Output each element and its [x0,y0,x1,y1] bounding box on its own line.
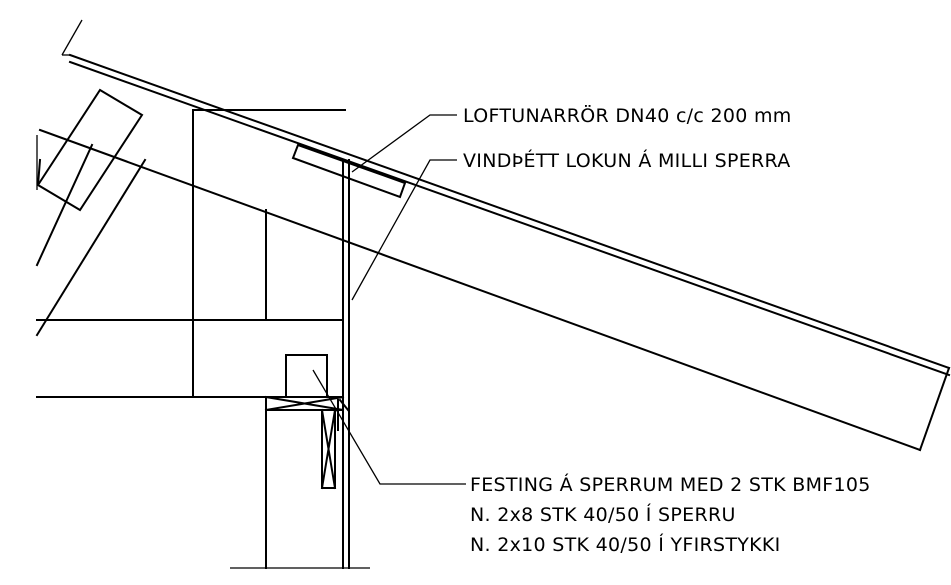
left-rotated-block [36,88,144,212]
fastener-detail [337,398,350,431]
windproof-closure-label: VINDÞÉTT LOKUN Á MILLI SPERRA [463,149,791,172]
wall-plate [342,159,350,569]
vertical-stud [192,109,346,398]
rafter [38,128,951,452]
vent-pipe-label: LOFTUNARRÖR DN40 c/c 200 mm [463,104,792,127]
nailer-block [285,354,328,398]
truss-diagonal [35,135,147,337]
fastening-label-line3: N. 2x10 STK 40/50 Í YFIRSTYKKI [470,533,781,556]
vent-pipe [291,143,407,199]
top-plate-cross [264,395,345,412]
roof-surface [61,19,951,377]
ceiling-joist [36,319,344,398]
wall-studs [230,408,370,569]
leader-lines [312,114,466,485]
fastening-label-line1: FESTING Á SPERRUM MED 2 STK BMF105 [470,473,871,496]
fastening-label-line2: N. 2x8 STK 40/50 Í SPERRU [470,503,736,526]
